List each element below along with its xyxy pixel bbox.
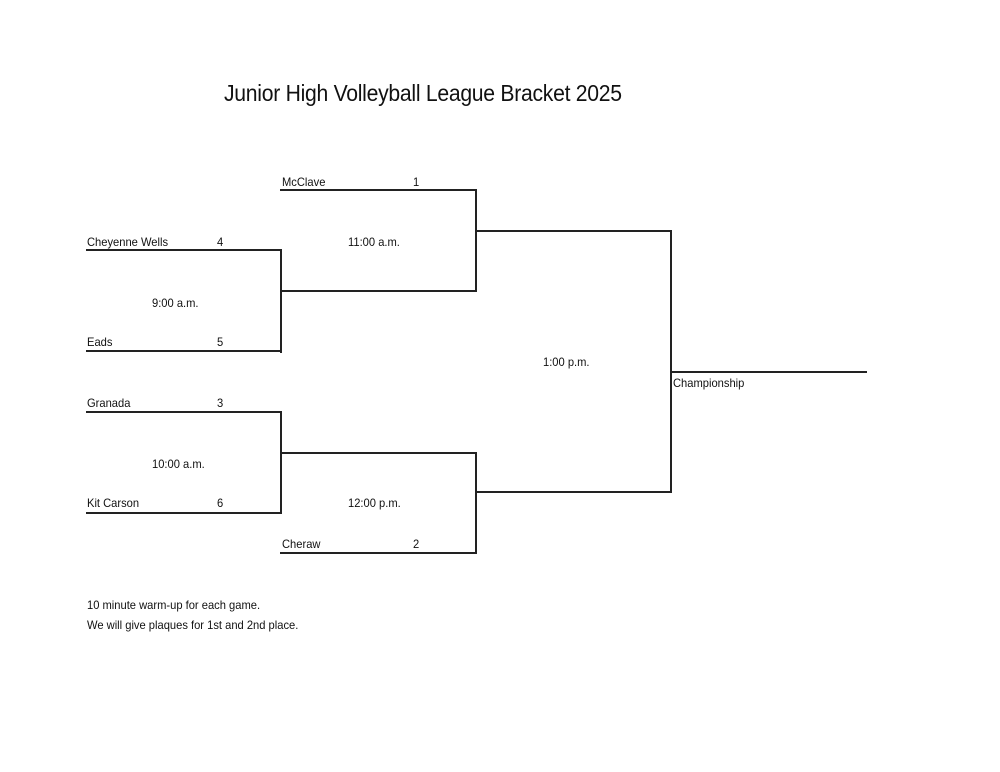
team-name-eads: Eads	[87, 335, 113, 349]
game-time-10am: 10:00 a.m.	[152, 457, 205, 471]
team-seed-mcclave: 1	[413, 175, 420, 189]
championship-line	[670, 371, 867, 373]
bracket-line	[670, 230, 672, 493]
team-name-mcclave: McClave	[282, 175, 326, 189]
bracket-line	[86, 512, 282, 514]
team-seed-kit-carson: 6	[217, 496, 224, 510]
bracket-line	[280, 411, 282, 514]
game-time-11am: 11:00 a.m.	[348, 235, 400, 249]
bracket-line	[475, 230, 672, 232]
team-name-granada: Granada	[87, 396, 131, 410]
team-name-cheyenne-wells: Cheyenne Wells	[87, 235, 169, 249]
bracket-line	[280, 249, 282, 353]
team-seed-granada: 3	[217, 396, 224, 410]
game-time-9am: 9:00 a.m.	[152, 296, 199, 310]
bracket-line	[86, 350, 282, 352]
bracket-line	[475, 491, 672, 493]
bracket-line	[280, 552, 477, 554]
team-name-kit-carson: Kit Carson	[87, 496, 140, 510]
note-plaques: We will give plaques for 1st and 2nd pla…	[87, 618, 299, 632]
game-time-12pm: 12:00 p.m.	[348, 496, 401, 510]
bracket-line	[280, 189, 477, 191]
game-time-1pm: 1:00 p.m.	[543, 355, 590, 369]
bracket-line	[86, 249, 282, 251]
bracket-line	[280, 452, 477, 454]
team-name-cheraw: Cheraw	[282, 537, 321, 551]
championship-label: Championship	[673, 376, 745, 390]
bracket-line	[475, 189, 477, 292]
team-seed-cheyenne-wells: 4	[217, 235, 224, 249]
bracket-title: Junior High Volleyball League Bracket 20…	[224, 80, 622, 106]
bracket-line	[86, 411, 282, 413]
bracket-line	[475, 452, 477, 554]
team-seed-cheraw: 2	[413, 537, 420, 551]
note-warmup: 10 minute warm-up for each game.	[87, 598, 261, 612]
bracket-line	[280, 290, 477, 292]
team-seed-eads: 5	[217, 335, 224, 349]
